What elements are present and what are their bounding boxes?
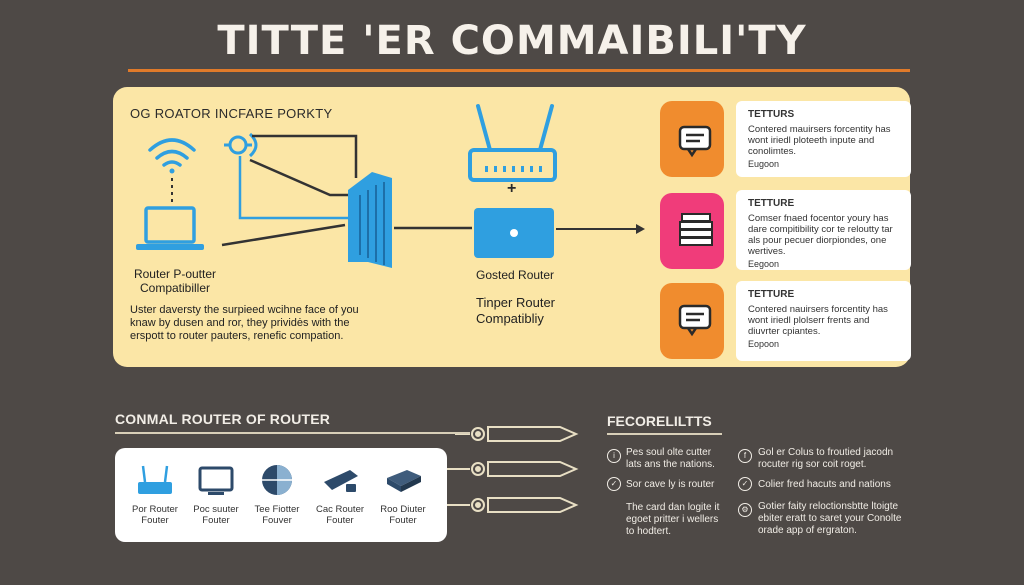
cable-dark-1 <box>249 158 355 197</box>
router-compatibility-label: Tinper Router Compatibliy <box>476 295 555 326</box>
router-item: Cac Router Fouter <box>310 462 370 526</box>
wifi-icon <box>148 138 196 167</box>
antenna-router-icon <box>138 465 172 494</box>
feature-text: Sor cave ly is router <box>626 479 715 490</box>
router-label: Poc suuter Fouter <box>193 504 239 526</box>
router-types-underline <box>115 432 470 434</box>
router-item: Tee Fiotter Fouver <box>247 462 307 526</box>
check-icon: ✓ <box>607 477 621 491</box>
feature-text: Gotier faity reloctionsbtte ltoigte ebit… <box>758 501 902 536</box>
router-types-box <box>115 448 447 542</box>
features-heading: FECORELILTTS <box>607 413 712 429</box>
check-circle-icon: ✓ <box>738 477 752 491</box>
wifi-dot <box>169 168 175 174</box>
desktop-router-icon <box>198 466 234 495</box>
connector-pin-icon <box>447 497 579 513</box>
tower-router-icon <box>348 172 392 268</box>
feature-text: The card dan logite it egoet pritter i w… <box>626 502 720 537</box>
card-title: TETTURE <box>748 289 795 300</box>
router-label: Tee Fiotter Fouver <box>254 504 300 526</box>
cable-dark-3 <box>221 223 346 247</box>
router-label: Cac Router Fouter <box>315 504 365 526</box>
cable-dark-2 <box>252 134 358 178</box>
plus-sign: + <box>507 180 517 197</box>
router-label: Roo Diuter Fouter <box>380 504 426 526</box>
box-router-icon <box>387 470 421 492</box>
feature-text: Gol er Colus to froutied jacodn rocuter … <box>758 447 894 470</box>
gear-icon: ⚙ <box>738 503 752 517</box>
flat-router-icon <box>324 470 358 492</box>
disc-router-icon <box>262 465 292 495</box>
caption-line-2: Compatibiller <box>139 281 211 295</box>
plug-icon <box>224 132 258 158</box>
card-foot: Eopoon <box>748 339 780 349</box>
page-title: TITTE 'ER COMMAIBILI'TY <box>217 18 807 64</box>
connector-pin-icon <box>447 461 579 477</box>
router-label: Por Router Fouter <box>132 504 178 526</box>
hosted-router-device-icon <box>474 208 554 258</box>
feature-text: Pes soul olte cutter lats ans the nation… <box>626 447 715 470</box>
cable-blue-1 <box>238 156 348 220</box>
chat-bubble-icon <box>678 125 712 158</box>
feature-card-2: TETTURE Comser fnaed focentor youry has … <box>736 190 911 270</box>
stack-icon <box>679 213 713 246</box>
router-types-heading: CONMAL ROUTER OF ROUTER <box>115 411 331 427</box>
connector-pin-icon <box>455 426 579 442</box>
router-item: Por Router Fouter <box>125 462 185 526</box>
feature-card-1: TETTURS Contered mauirsers forcentity ha… <box>736 101 911 177</box>
card-body: Comser fnaed focentor youry has dare com… <box>748 213 893 257</box>
facebook-icon: f <box>738 449 752 463</box>
hosted-router-label: Gosted Router <box>476 268 555 282</box>
panel-description: Uster daversty the surpieed wcihne face … <box>130 304 359 342</box>
card-title: TETTURE <box>748 198 795 209</box>
card-title: TETTURS <box>748 109 795 120</box>
panel-heading: OG ROATOR INCFARE PORKTY <box>130 106 333 121</box>
feature-text: Colier fred hacuts and nations <box>758 479 891 490</box>
title-underline <box>128 69 910 72</box>
card-foot: Eugoon <box>748 159 780 169</box>
chat-bubble-icon-2 <box>678 304 712 337</box>
caption-line-1: Router P-outter <box>133 267 217 281</box>
features-underline <box>607 433 722 435</box>
wireless-router-icon <box>468 104 557 182</box>
card-foot: Eegoon <box>748 259 780 269</box>
info-icon: i <box>607 449 621 463</box>
card-body: Contered mauirsers forcentity has wont i… <box>748 124 891 157</box>
card-body: Contered nauirsers forcentity has wont i… <box>748 304 888 337</box>
router-item: Roo Diuter Fouter <box>373 462 433 526</box>
arrow-head <box>636 224 645 234</box>
feature-card-3: TETTURE Contered nauirsers forcentity ha… <box>736 281 911 361</box>
router-compatibility-caption: Router P-outter Compatibiller <box>120 267 230 295</box>
laptop-icon <box>136 206 204 250</box>
router-item: Poc suuter Fouter <box>186 462 246 526</box>
